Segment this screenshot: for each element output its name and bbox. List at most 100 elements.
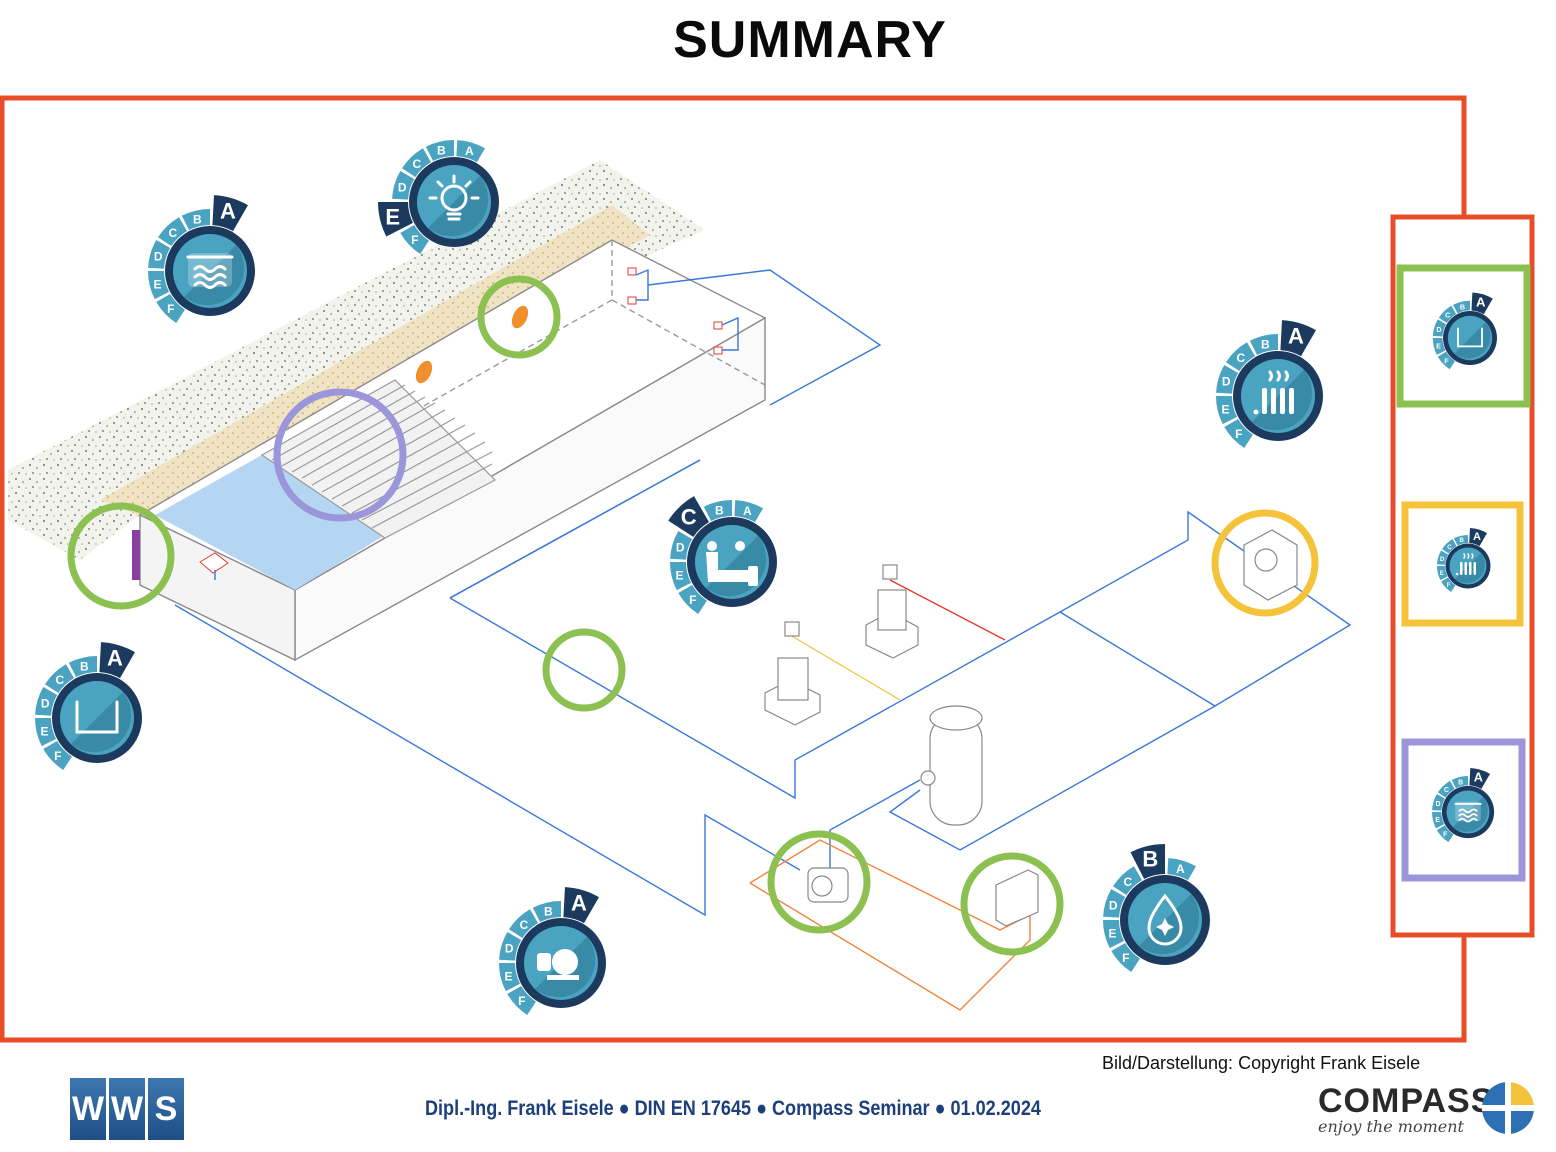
rating-segment (703, 500, 732, 522)
rating-segment (156, 294, 185, 323)
rating-segment (1438, 305, 1457, 323)
heat-pump-unit (1243, 529, 1298, 601)
rating-segment (1103, 889, 1126, 918)
rating-segment (1224, 419, 1253, 448)
radiator-icon (1253, 370, 1294, 415)
rating-segment (1130, 844, 1165, 880)
rating-segment (678, 585, 707, 614)
rating-segment (1111, 943, 1140, 972)
rating-segment (734, 500, 763, 523)
rating-segment (507, 986, 536, 1015)
highlight-yellow (1211, 509, 1319, 617)
rating-segment (402, 148, 431, 177)
rating-letter: F (1443, 831, 1447, 838)
compass-tagline: enjoy the moment (1318, 1117, 1464, 1136)
rating-letter: C (1444, 787, 1449, 794)
rating-segment (1437, 351, 1455, 370)
control-unit (995, 869, 1039, 927)
rating-segment (99, 642, 135, 679)
rating-letter: F (1444, 356, 1449, 365)
rating-letter: A (1176, 862, 1185, 876)
rating-segment (1249, 334, 1278, 356)
rating-segment (1113, 866, 1142, 895)
nozzles (627, 267, 723, 355)
page-title: SUMMARY (673, 11, 947, 69)
rating-segment (1436, 825, 1454, 843)
rating-letter: B (1458, 779, 1463, 786)
rating-segment (425, 140, 454, 162)
rating-letter: E (1221, 403, 1229, 417)
rating-segment (668, 496, 709, 537)
rating-letter: C (1447, 545, 1452, 551)
copyright-note: Bild/Darstellung: Copyright Frank Eisele (1102, 1053, 1421, 1073)
rating-letter: A (743, 504, 752, 518)
rating-segment (1451, 776, 1468, 789)
light-bulb-icon (428, 174, 480, 221)
rating-letter: B (437, 143, 446, 157)
rating-segment (1453, 534, 1468, 546)
rating-segment (1471, 292, 1493, 315)
rating-segment (35, 718, 57, 747)
rating-letter: B (1460, 538, 1465, 544)
rating-letter: A (465, 144, 474, 158)
rating-letter: C (681, 504, 697, 529)
rating-segment (1437, 780, 1455, 798)
summary-box-heating (1401, 501, 1524, 627)
rating-segment (1437, 550, 1449, 565)
wws-letter: W (109, 1078, 145, 1140)
highlight-green (67, 502, 175, 610)
rating-segment (499, 932, 522, 961)
rating-segment (1453, 300, 1470, 314)
rating-letter: A (571, 891, 587, 916)
rating-letter: C (412, 157, 421, 171)
rating-segment (45, 664, 74, 693)
rating-letter: A (1473, 531, 1481, 543)
rating-letter: C (1123, 875, 1132, 889)
rating-letter: F (1122, 951, 1129, 965)
circulation-pump (807, 867, 849, 903)
rating-segment (1432, 812, 1445, 829)
rating-letter: F (54, 749, 61, 763)
footer-text: Dipl.-Ing. Frank Eisele ● DIN EN 17645 ●… (425, 1097, 1041, 1120)
blue-pipes (174, 268, 1352, 917)
rating-letter: B (1460, 302, 1465, 311)
rating-letter: D (505, 942, 514, 956)
summary-box-pool-basin (1396, 264, 1531, 408)
boiler-unit (865, 564, 919, 659)
rating-segment (181, 209, 210, 231)
rating-letter: D (1436, 325, 1441, 334)
rating-segment (670, 531, 693, 560)
highlight-green (767, 830, 871, 934)
red-pipes (889, 579, 1006, 641)
rating-letter: C (519, 918, 528, 932)
rating-segment (1216, 365, 1239, 394)
rating-letter: B (1261, 337, 1270, 351)
pool-light (511, 305, 529, 329)
rating-letter: E (1440, 571, 1444, 577)
rating-segment (1432, 794, 1445, 811)
wws-letter: W (70, 1078, 106, 1140)
rating-segment (378, 202, 414, 237)
rating-letter: E (1436, 342, 1441, 351)
rating-letter: A (1474, 770, 1483, 785)
pool-light (415, 360, 433, 384)
rating-badges: ABCDEFABCDEFABCDEFABCDEFABCDEFABCDEFABCD… (35, 140, 1323, 1015)
rating-letter: A (1288, 324, 1304, 349)
compass-wordmark: COMPASS (1318, 1082, 1495, 1120)
water-surface-icon (186, 253, 234, 289)
yellow-pipes (789, 634, 901, 701)
rating-segment (212, 195, 248, 232)
rating-letter: D (398, 181, 407, 195)
rating-letter: C (1236, 351, 1245, 365)
rating-segment (68, 656, 97, 678)
rating-segment (1216, 396, 1238, 425)
rating-segment (670, 562, 692, 591)
highlight-green (542, 628, 626, 712)
rating-letter: A (107, 646, 123, 671)
